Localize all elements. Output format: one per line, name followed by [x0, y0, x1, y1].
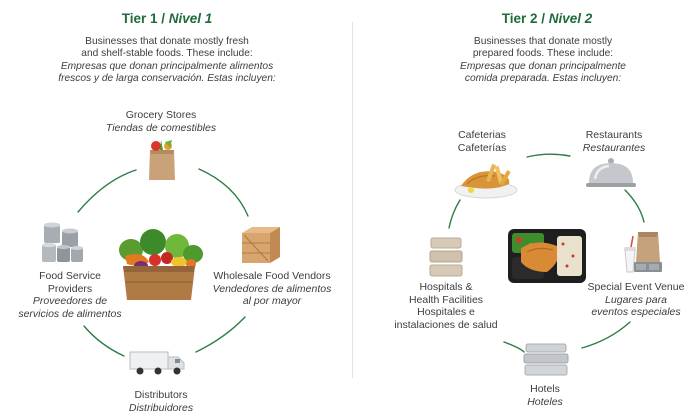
restaurants-es: Restaurantes	[568, 142, 660, 155]
tier1-title-es: Nivel 1	[169, 11, 213, 26]
tier2-title-es: Nivel 2	[549, 11, 593, 26]
tier1-intro-en-line1: Businesses that donate mostly fresh	[24, 36, 310, 48]
food-service-en-line2: Providers	[2, 283, 138, 296]
distributors-label: Distributors Distribuidores	[86, 389, 236, 414]
wholesale-vendors-en: Wholesale Food Vendors	[196, 270, 348, 283]
tier2-arc-bottom-left	[504, 342, 524, 352]
tier1-title-en: Tier 1 /	[122, 11, 169, 26]
grocery-stores-es: Tiendas de comestibles	[86, 122, 236, 135]
takeout-drink-icon	[622, 228, 664, 274]
tier1-arc-top-left	[78, 170, 136, 212]
tier1-arc-top-right	[199, 169, 248, 216]
tier2-title: Tier 2 / Nivel 2	[440, 11, 654, 26]
wholesale-vendors-es-line1: Vendedores de alimentos	[196, 283, 348, 296]
food-service-en-line1: Food Service	[2, 270, 138, 283]
hospitals-es-line2: instalaciones de salud	[380, 319, 512, 332]
hotels-es: Hoteles	[505, 396, 585, 409]
tier2-intro-es-line1: Empresas que donan principalmente	[412, 61, 674, 73]
restaurants-en: Restaurants	[568, 129, 660, 142]
wooden-crate-icon	[240, 225, 282, 265]
hotels-en: Hotels	[505, 383, 585, 396]
food-service-es-line1: Proveedores de	[2, 295, 138, 308]
tier2-intro: Businesses that donate mostly prepared f…	[412, 36, 674, 85]
special-event-es-line1: Lugares para	[586, 294, 686, 307]
tier2-arc-left	[449, 200, 460, 228]
tier1-intro-es-line1: Empresas que donan principalmente alimen…	[24, 61, 310, 73]
cloche-icon	[585, 157, 637, 189]
tier1-arc-bottom-right	[196, 317, 245, 352]
grocery-bag-icon	[146, 138, 178, 180]
grocery-stores-label: Grocery Stores Tiendas de comestibles	[86, 109, 236, 134]
distributors-es: Distribuidores	[86, 402, 236, 414]
restaurants-label: Restaurants Restaurantes	[568, 129, 660, 154]
hospitals-en-line1: Hospitals &	[380, 281, 512, 294]
prepared-meal-tray-icon	[507, 228, 587, 284]
food-service-label: Food Service Providers Proveedores de se…	[2, 270, 138, 320]
canned-goods-icon	[40, 221, 84, 263]
delivery-truck-icon	[128, 350, 186, 376]
hospitals-es-line1: Hospitales e	[380, 306, 512, 319]
tier1-title: Tier 1 / Nivel 1	[60, 11, 274, 26]
column-divider	[352, 22, 353, 378]
distributors-en: Distributors	[86, 389, 236, 402]
foil-trays-icon	[522, 342, 570, 378]
tier2-intro-en-line2: prepared foods. These include:	[412, 48, 674, 60]
cafeterias-es: Cafeterías	[442, 142, 522, 155]
hotels-label: Hotels Hoteles	[505, 383, 585, 408]
hospitals-en-line2: Health Facilities	[380, 294, 512, 307]
fish-and-chips-icon	[453, 160, 519, 200]
hospitals-label: Hospitals & Health Facilities Hospitales…	[380, 281, 512, 331]
wholesale-vendors-label: Wholesale Food Vendors Vendedores de ali…	[196, 270, 348, 308]
tier2-arc-bottom-right	[582, 322, 630, 348]
food-service-es-line2: servicios de alimentos	[2, 308, 138, 321]
tier1-arc-bottom-left	[84, 326, 124, 356]
tier1-intro-en-line2: and shelf-stable foods. These include:	[24, 48, 310, 60]
grocery-stores-en: Grocery Stores	[86, 109, 236, 122]
special-event-en: Special Event Venue	[586, 281, 686, 294]
tier2-arc-top	[527, 154, 570, 157]
special-event-label: Special Event Venue Lugares para eventos…	[586, 281, 686, 319]
takeout-boxes-icon	[428, 234, 464, 278]
special-event-es-line2: eventos especiales	[586, 306, 686, 319]
tier2-intro-es-line2: comida preparada. Estas incluyen:	[412, 73, 674, 85]
tier1-intro: Businesses that donate mostly fresh and …	[24, 36, 310, 85]
tier1-intro-es-line2: frescos y de larga conservación. Estas i…	[24, 73, 310, 85]
wholesale-vendors-es-line2: al por mayor	[196, 295, 348, 308]
cafeterias-label: Cafeterias Cafeterías	[442, 129, 522, 154]
tier2-intro-en-line1: Businesses that donate mostly	[412, 36, 674, 48]
cafeterias-en: Cafeterias	[442, 129, 522, 142]
tier2-title-en: Tier 2 /	[502, 11, 549, 26]
tier2-arc-top-right	[625, 190, 644, 222]
